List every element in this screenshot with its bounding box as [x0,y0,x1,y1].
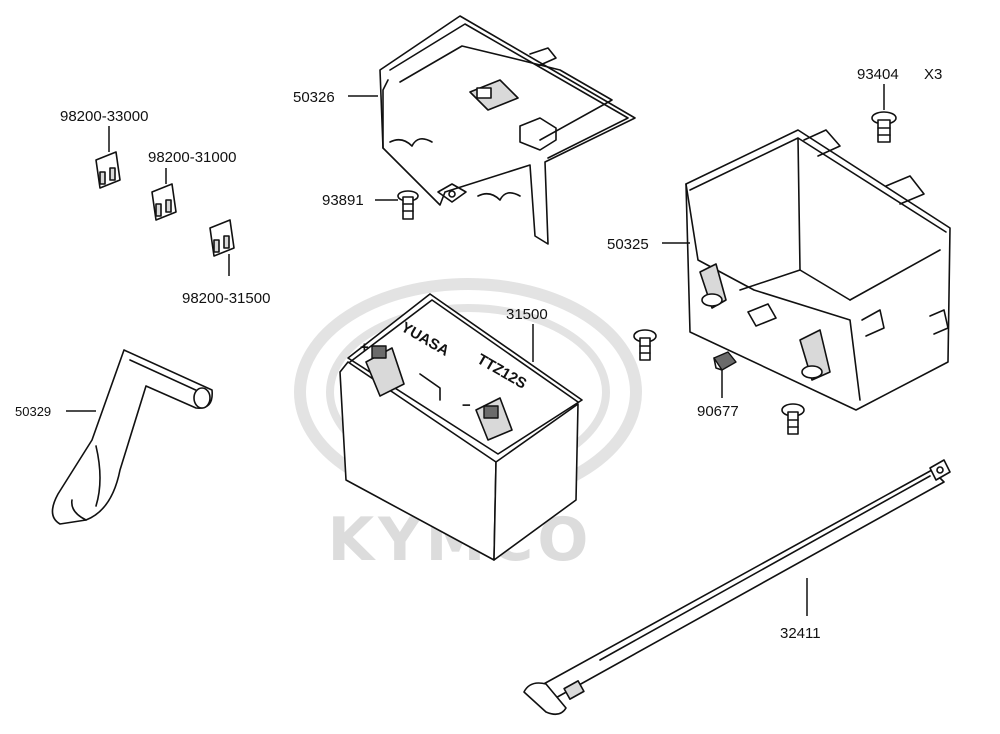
label-50326: 50326 [293,89,335,106]
battery-part: + − YUASA TTZ12S [339,293,583,561]
fuse-98200-31500-part [209,219,235,257]
bolt-93404-part [871,111,897,143]
battery-plus-sign: + [360,339,369,356]
bolt-b-part [781,403,805,435]
battery-cable-part [523,459,951,716]
nut-90677-part [713,351,737,371]
label-93891: 93891 [322,192,364,209]
battery-strap-part [51,349,213,525]
label-98200-33000: 98200-33000 [60,108,148,125]
fuse-98200-33000-part [95,151,121,189]
battery-minus-sign: − [462,397,471,414]
label-98200-31500: 98200-31500 [182,290,270,307]
label-93404: 93404 [857,66,899,83]
battery-cover-part [379,15,636,245]
label-31500: 31500 [506,306,548,323]
label-50325: 50325 [607,236,649,253]
battery-box-part [685,129,951,411]
bolt-a-part [633,329,657,361]
label-90677: 90677 [697,403,739,420]
label-93404-qty: X3 [924,66,942,83]
bolt-93891-part [397,190,419,220]
label-98200-31000: 98200-31000 [148,149,236,166]
fuse-98200-31000-part [151,183,177,221]
label-32411: 32411 [780,625,821,642]
label-50329: 50329 [15,404,51,419]
